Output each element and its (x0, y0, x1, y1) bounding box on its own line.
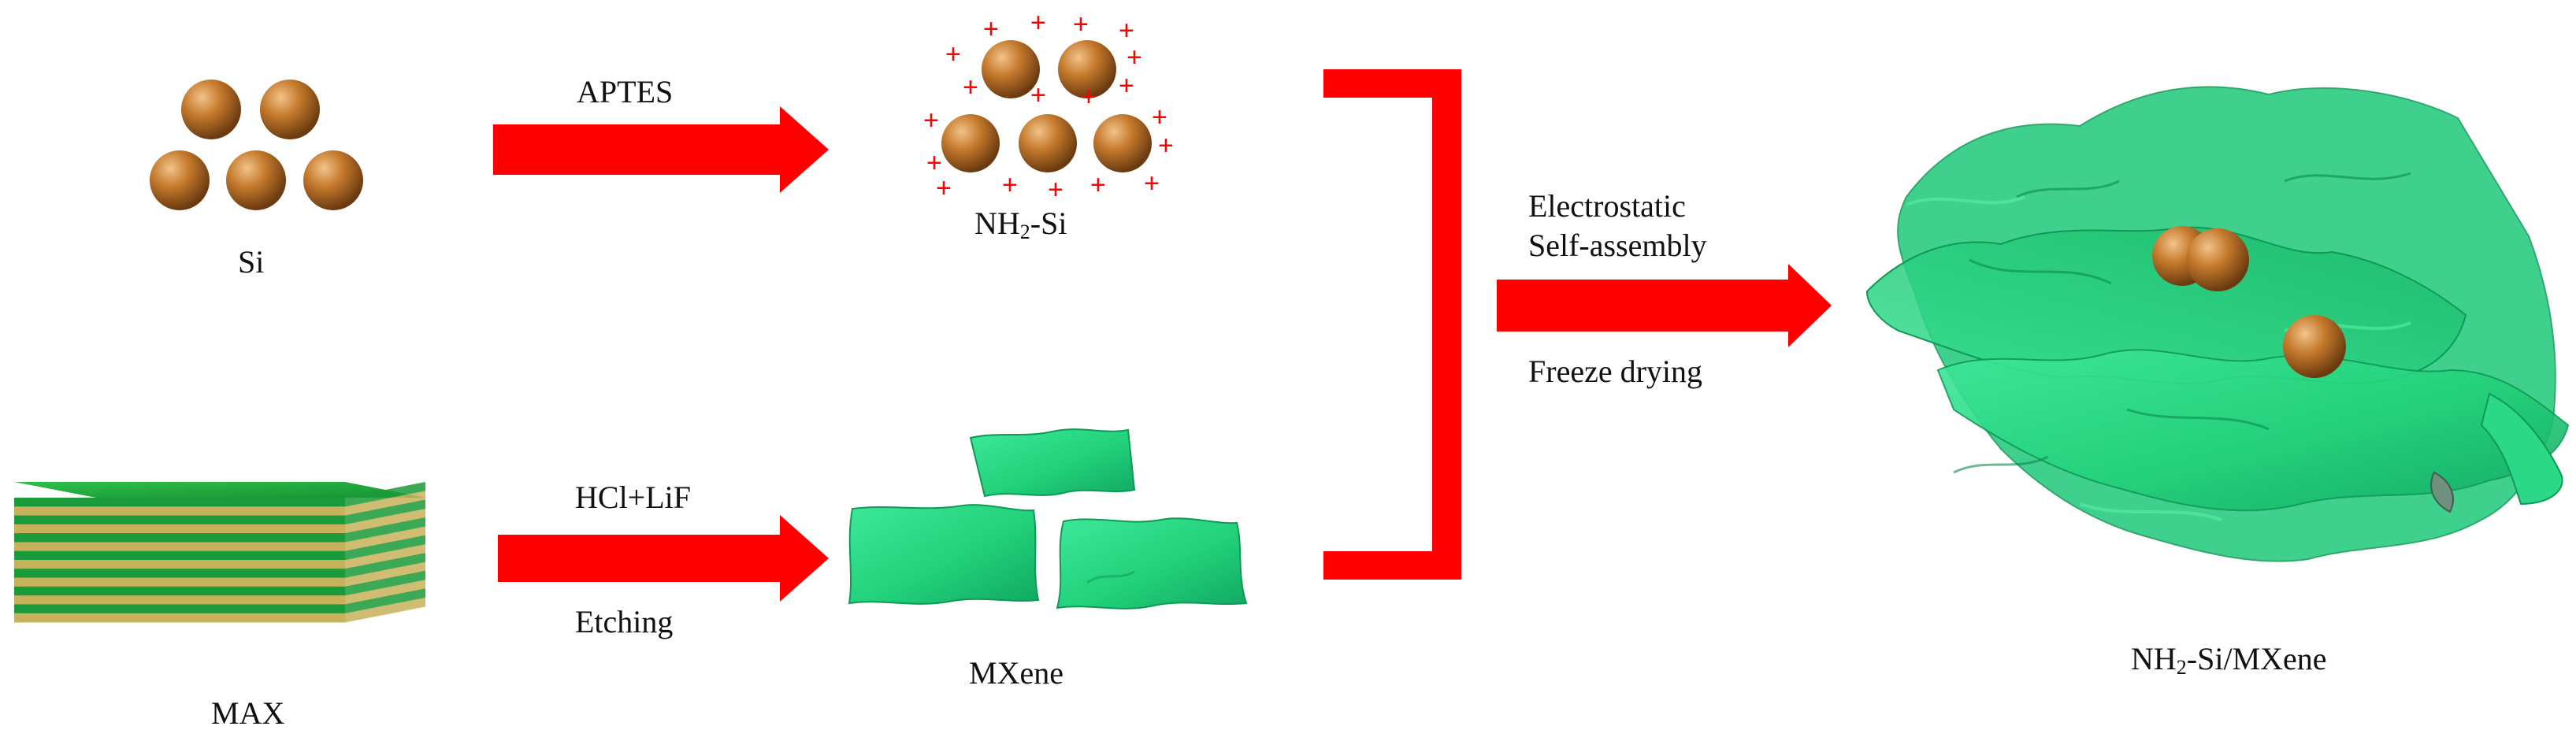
max-layer-side (345, 517, 425, 543)
composite-flap (2430, 471, 2454, 513)
mxene-sheet (969, 428, 1136, 498)
label-hcl-lif: HCl+LiF (575, 480, 692, 515)
plus-sign: + (983, 14, 999, 44)
plus-sign: + (926, 148, 942, 178)
composite-prefix: NH (2131, 641, 2177, 676)
si-particle (1093, 114, 1152, 172)
plus-sign: + (1048, 175, 1063, 205)
max-layer (14, 586, 345, 596)
max-layer-side (345, 597, 425, 623)
plus-sign: + (1090, 170, 1106, 200)
composite-subscript: 2 (2176, 656, 2187, 679)
label-freeze-drying: Freeze drying (1528, 354, 1703, 389)
si-particle (2186, 228, 2249, 291)
label-composite: NH2-Si/MXene (2131, 641, 2327, 678)
label-self-assembly: Self-assembly (1528, 228, 1707, 263)
nh2-si-subscript: 2 (1019, 220, 1030, 243)
arrow-aptes (493, 106, 829, 193)
max-layer (14, 515, 345, 525)
plus-sign: + (1081, 82, 1097, 112)
label-aptes: APTES (577, 74, 674, 109)
plus-sign: + (1119, 16, 1134, 46)
max-layer-side (345, 570, 425, 596)
mxene-sheets (848, 428, 1248, 609)
max-layer-side (345, 580, 425, 605)
plus-sign: + (1002, 170, 1018, 200)
si-particle (150, 150, 210, 210)
si-particle (303, 150, 363, 210)
max-block (14, 482, 425, 623)
max-layer (14, 613, 345, 623)
max-layer-side (345, 482, 425, 507)
si-particle (982, 40, 1040, 98)
si-particle (260, 80, 320, 139)
max-layer-side (345, 535, 425, 561)
max-layer (14, 498, 345, 507)
max-layer (14, 506, 345, 517)
label-electrostatic: Electrostatic (1528, 188, 1686, 224)
max-layer-side (345, 526, 425, 552)
max-layer (14, 569, 345, 579)
nh2-si-suffix: -Si (1030, 206, 1067, 241)
arrow-self-assembly (1497, 264, 1832, 347)
si-particle (1019, 114, 1077, 172)
positive-charges: + + + + + + + + + + + + + + + + + + + (923, 8, 1174, 205)
max-layer-side (345, 499, 425, 525)
si-particle (2283, 315, 2346, 378)
composite-sheet (1936, 349, 2570, 512)
nh2-si-prefix: NH (974, 206, 1020, 241)
max-layer (14, 524, 345, 534)
max-layer-side (345, 561, 425, 587)
max-layer (14, 577, 345, 587)
si-particle (941, 114, 1000, 172)
plus-sign: + (1030, 80, 1046, 110)
label-nh2-si: NH2-Si (974, 206, 1067, 243)
si-particle (181, 80, 241, 139)
plus-sign: + (1073, 9, 1089, 39)
label-max: MAX (211, 695, 285, 731)
max-layer-side (345, 544, 425, 569)
max-layer (14, 604, 345, 614)
max-layer-side (345, 491, 425, 517)
max-layer (14, 542, 345, 552)
plus-sign: + (945, 39, 961, 69)
plus-sign: + (1127, 43, 1142, 72)
mxene-fold (1086, 570, 1135, 584)
max-layer (14, 550, 345, 561)
si-particles (150, 80, 363, 210)
label-etching: Etching (575, 604, 674, 639)
plus-sign: + (1158, 131, 1174, 161)
plus-sign: + (963, 72, 978, 102)
plus-sign: + (1144, 169, 1160, 198)
combining-bracket (1323, 69, 1461, 580)
plus-sign: + (1030, 8, 1046, 38)
label-mxene: MXene (969, 655, 1063, 691)
max-layer (14, 595, 345, 605)
composite-fold (1953, 172, 2411, 474)
mxene-sheet (1056, 517, 1248, 609)
mxene-sheet (848, 504, 1040, 605)
plus-sign: + (936, 173, 952, 203)
max-layer-side (345, 508, 425, 534)
max-top-face (14, 482, 425, 498)
plus-sign: + (923, 106, 939, 135)
si-particle (226, 150, 286, 210)
max-layer-side (345, 588, 425, 614)
nh2-si-particles (941, 40, 1152, 172)
max-layer-side (345, 553, 425, 579)
max-layer (14, 533, 345, 543)
arrow-etching (498, 515, 829, 602)
composite-flap (2480, 392, 2563, 506)
si-particle (1058, 40, 1116, 98)
composite-structure (1865, 86, 2570, 562)
plus-sign: + (1152, 102, 1167, 132)
max-layer (14, 560, 345, 569)
composite-suffix: -Si/MXene (2186, 641, 2327, 676)
plus-sign: + (1119, 71, 1134, 101)
label-si: Si (238, 244, 265, 280)
